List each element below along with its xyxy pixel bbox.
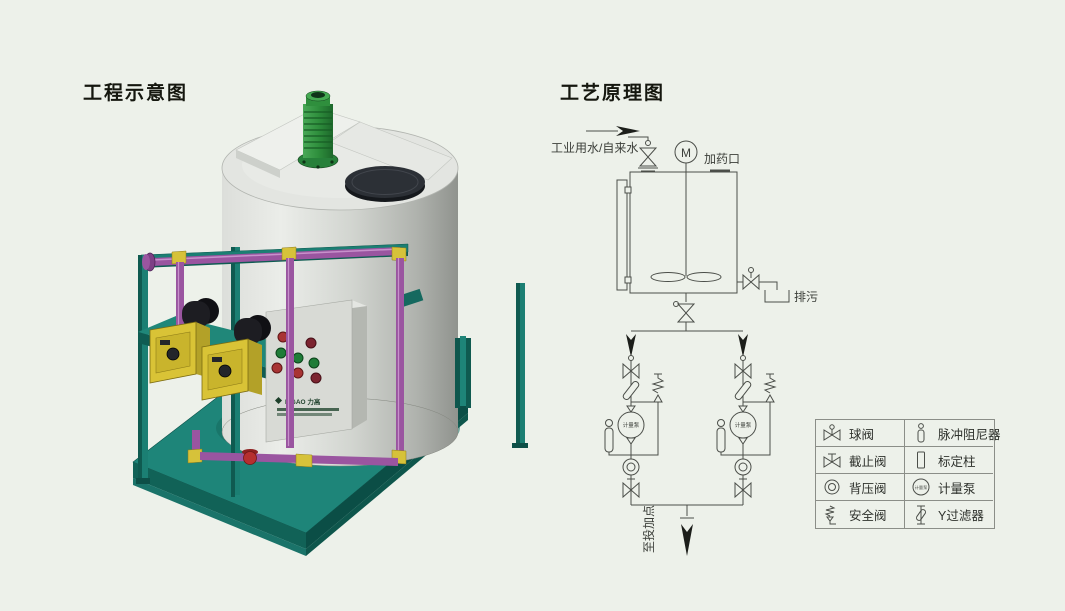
ball-valve-symbol xyxy=(622,355,640,380)
pump-symbol-label: 计量泵 xyxy=(623,421,640,429)
metering-pump-symbol: 计量泵 xyxy=(617,405,645,445)
level-gauge xyxy=(616,179,632,291)
y-strainer-icon xyxy=(915,505,927,524)
panel-logo-text: LIGAO 力高 xyxy=(285,397,321,406)
legend-cell-safety-valve: 安全阀 xyxy=(816,501,905,528)
tank-fill-lid xyxy=(345,166,425,202)
y-strainer-symbol xyxy=(622,380,640,401)
legend-label: 安全阀 xyxy=(849,509,887,523)
tank-outlet-valve-icon xyxy=(673,293,696,331)
back-pressure-valve-icon xyxy=(824,479,840,495)
legend-label: 计量泵 xyxy=(938,481,976,496)
stop-valve-icon xyxy=(823,453,841,468)
legend-cell-calibration-column: 标定柱 xyxy=(905,447,993,474)
back-pressure-valve-symbol xyxy=(734,458,752,476)
process-flow-diagram: 工业用水/自来水 xyxy=(551,126,818,556)
back-pressure-valve-symbol xyxy=(622,458,640,476)
water-inlet: 工业用水/自来水 xyxy=(551,126,658,172)
flow-arrow-icon xyxy=(626,334,636,357)
dosing-branch-left: 计量泵 xyxy=(604,334,665,505)
pulse-damper-symbol xyxy=(604,419,631,456)
agitator-motor xyxy=(297,90,339,169)
legend-label: Y过滤器 xyxy=(938,509,984,523)
metering-pump-symbol: 计量泵 xyxy=(729,405,757,445)
stop-valve-symbol xyxy=(734,478,752,499)
legend-label: 标定柱 xyxy=(938,454,976,469)
calibration-column-icon xyxy=(917,451,925,469)
pulse-damper-symbol xyxy=(716,419,743,456)
metering-pump-unit-2 xyxy=(201,315,271,401)
metering-pump-icon: 计量泵 xyxy=(912,478,930,496)
dosing-port: 加药口 xyxy=(704,152,740,173)
y-strainer-symbol xyxy=(734,380,752,401)
panel-buttons xyxy=(271,331,322,384)
dosing-pipework xyxy=(142,246,407,468)
legend-cell-metering-pump: 计量泵 计量泵 xyxy=(905,474,993,501)
frame-post-right xyxy=(398,283,528,448)
agitator-symbol: M xyxy=(650,140,722,282)
drain-label: 排污 xyxy=(794,290,818,304)
legend-label: 脉冲阻尼器 xyxy=(938,427,1001,442)
outlet-flow-arrow-icon xyxy=(681,524,693,556)
flow-tank: M 加药口 xyxy=(616,140,818,332)
legend-label: 背压阀 xyxy=(849,481,887,496)
inlet-flow-arrow-icon xyxy=(616,126,640,136)
legend-cell-back-pressure-valve: 背压阀 xyxy=(816,474,905,501)
stop-valve-symbol xyxy=(622,478,640,499)
legend-label: 球阀 xyxy=(849,427,875,442)
process-figure-title: 工艺原理图 xyxy=(560,83,666,104)
outlet-label: 至投加点 xyxy=(641,505,656,553)
safety-valve-icon xyxy=(824,505,836,524)
ball-valve-symbol xyxy=(734,355,752,380)
dosing-outlet: 至投加点 xyxy=(631,504,743,556)
legend-cell-stop-valve: 截止阀 xyxy=(816,447,905,474)
flow-arrow-icon xyxy=(738,334,748,357)
dosing-skid-3d-illustration: LIGAO 力高 xyxy=(132,90,528,556)
pulse-damper-icon xyxy=(917,423,925,443)
control-panel: LIGAO 力高 xyxy=(265,299,367,443)
safety-valve-bypass xyxy=(743,373,777,456)
agitator-motor-letter: M xyxy=(681,146,691,160)
inlet-ball-valve-icon xyxy=(638,140,658,167)
pump-symbol-label: 计量泵 xyxy=(735,421,752,429)
legend-label: 截止阀 xyxy=(849,454,887,469)
inlet-label: 工业用水/自来水 xyxy=(551,141,638,155)
panel-logo: LIGAO 力高 xyxy=(274,396,339,416)
metering-pump-icon-label: 计量泵 xyxy=(915,484,928,491)
safety-valve-bypass xyxy=(631,373,665,456)
legend-cell-ball-valve: 球阀 xyxy=(816,420,905,447)
drain-line: 排污 xyxy=(737,267,818,304)
dosing-branch-right: 计量泵 xyxy=(716,334,777,505)
legend-table: 球阀 脉冲阻尼器 截止阀 标定柱 背压阀 xyxy=(815,419,1001,529)
engineering-figure-title: 工程示意图 xyxy=(83,83,189,104)
legend-cell-pulse-damper: 脉冲阻尼器 xyxy=(905,420,1001,447)
legend-cell-y-strainer: Y过滤器 xyxy=(905,501,993,528)
dosing-port-label: 加药口 xyxy=(704,152,740,166)
ball-valve-icon xyxy=(823,424,841,441)
